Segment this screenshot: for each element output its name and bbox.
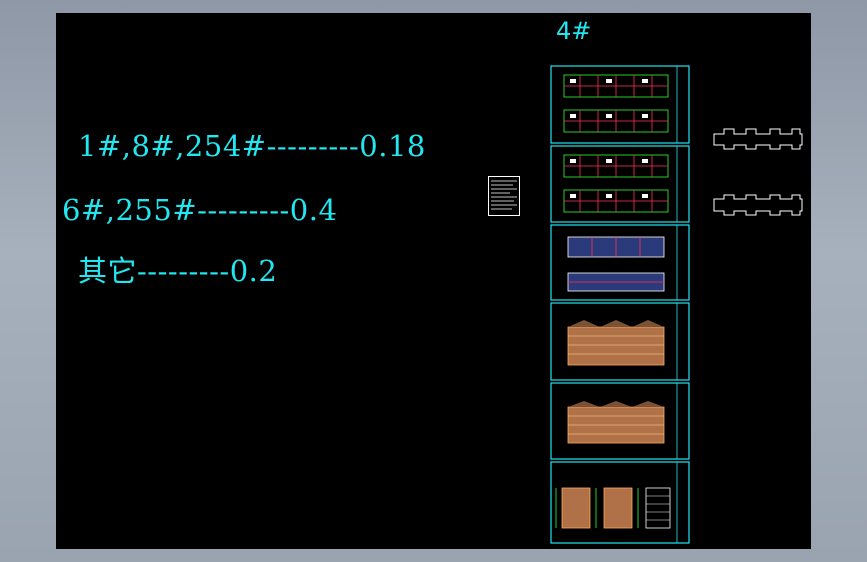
sheet-floor-plan-a[interactable] [550, 65, 690, 144]
note-line-2: 6#,255#---------0.4 [62, 193, 338, 227]
note-line-1: 1#,8#,254#---------0.18 [78, 129, 426, 163]
sheet-group-label: 4# [556, 17, 592, 45]
title-block-icon [488, 176, 520, 216]
sheet-front-elevation[interactable] [550, 302, 690, 381]
drawing-sheet-strip[interactable] [550, 65, 693, 545]
cad-model-viewport[interactable]: 1#,8#,254#---------0.18 6#,255#---------… [56, 13, 811, 549]
note-line-3: 其它---------0.2 [78, 254, 278, 288]
sheet-side-elevations[interactable] [550, 461, 690, 544]
sheet-rear-elevation[interactable] [550, 382, 690, 460]
sheet-floor-plan-b[interactable] [550, 145, 690, 223]
building-outline-icon [713, 128, 803, 150]
building-outline-icon [713, 194, 803, 216]
sheet-roof-plan[interactable] [550, 224, 690, 301]
